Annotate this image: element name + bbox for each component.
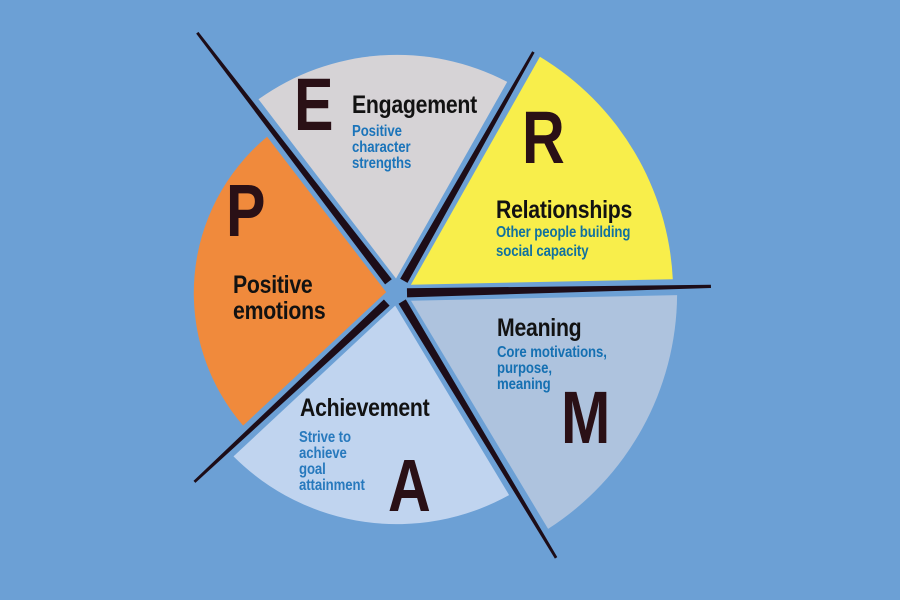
wedge-relationships [410, 56, 673, 285]
divider-e-r [400, 51, 535, 283]
segment-letter-p: P [226, 169, 265, 252]
segment-letter-a: A [388, 444, 431, 527]
wedge-engagement [258, 54, 508, 279]
segment-title-achievement: Achievement [300, 394, 430, 422]
segment-letter-r: R [522, 96, 565, 179]
wedge-achievement [233, 305, 510, 525]
divider-m-a [398, 299, 558, 559]
divider-r-m [406, 284, 711, 298]
segment-title-engagement: Engagement [352, 91, 477, 119]
wedge-positive-emotions [193, 136, 387, 426]
segment-title-relationships: Relationships [496, 196, 633, 224]
segment-title-positive-emotions: Positive emotions [233, 271, 326, 325]
segment-subtitle-engagement: Positive character strengths [352, 123, 412, 172]
segment-subtitle-relationships: Other people building social capacity [496, 224, 631, 260]
divider-p-e [196, 31, 392, 285]
segment-subtitle-achievement: Strive to achieve goal attainment [299, 429, 365, 494]
segment-letter-e: E [294, 63, 333, 146]
segment-letter-m: M [561, 376, 610, 459]
segment-subtitle-meaning: Core motivations, purpose, meaning [497, 344, 607, 393]
divider-a-p [193, 299, 390, 483]
wedge-meaning [411, 295, 678, 529]
segment-title-meaning: Meaning [497, 314, 582, 342]
